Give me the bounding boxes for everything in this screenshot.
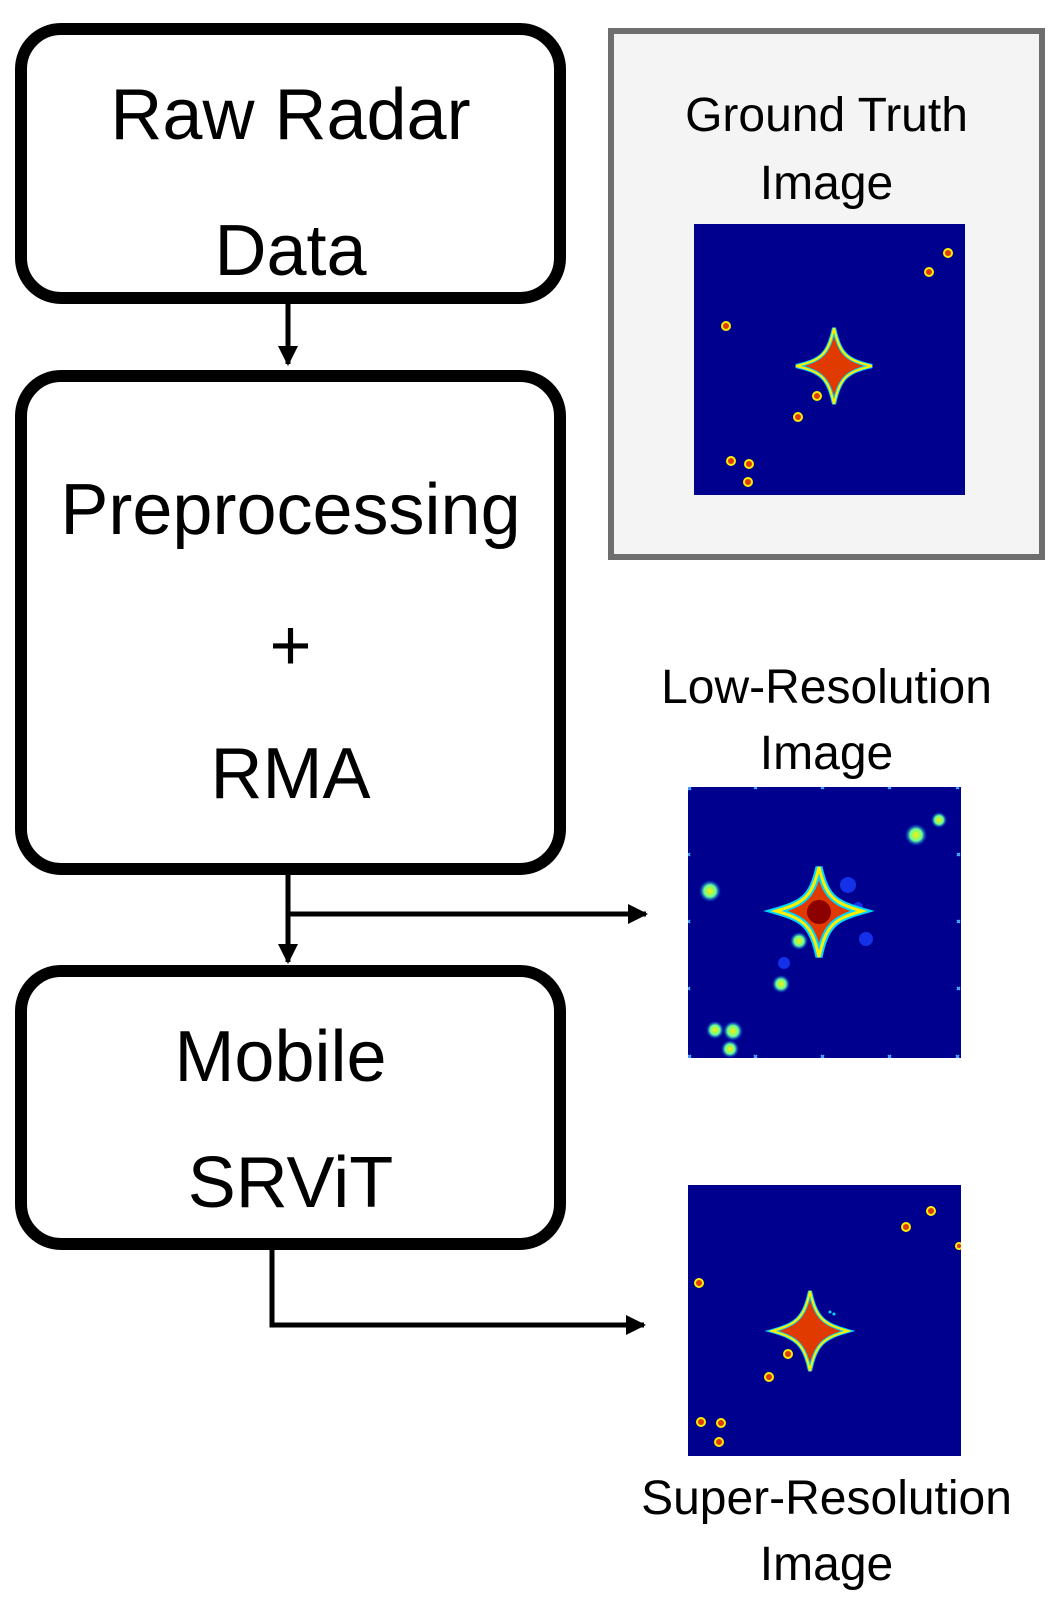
raw-radar-data-line1: Raw Radar — [110, 75, 471, 155]
ground-truth-caption-line1: Ground Truth — [685, 89, 968, 142]
low-resolution-caption-line2: Image — [759, 727, 894, 780]
ground-truth-image — [694, 224, 965, 495]
low-resolution-image — [688, 787, 961, 1058]
low-resolution-caption-line1: Low-Resolution — [661, 661, 992, 714]
arrow-srvit-to-super-resolution — [269, 1248, 646, 1335]
super-resolution-caption-line2: Image — [759, 1538, 894, 1591]
mobile-label: Mobile — [174, 1017, 387, 1097]
super-resolution-caption-line1: Super-Resolution — [641, 1472, 1012, 1525]
mobile-srvit-block: Mobile SRViT — [15, 965, 566, 1250]
rma-label: RMA — [210, 734, 371, 814]
ground-truth-caption-line2: Image — [759, 157, 894, 210]
plus-label: + — [269, 606, 312, 686]
raw-radar-data-block: Raw Radar Data — [15, 23, 566, 304]
preprocessing-label: Preprocessing — [60, 470, 521, 550]
preprocessing-rma-block: Preprocessing + RMA — [15, 370, 566, 875]
raw-radar-data-line2: Data — [214, 211, 367, 291]
super-resolution-image — [688, 1185, 961, 1456]
srvit-label: SRViT — [187, 1143, 394, 1223]
